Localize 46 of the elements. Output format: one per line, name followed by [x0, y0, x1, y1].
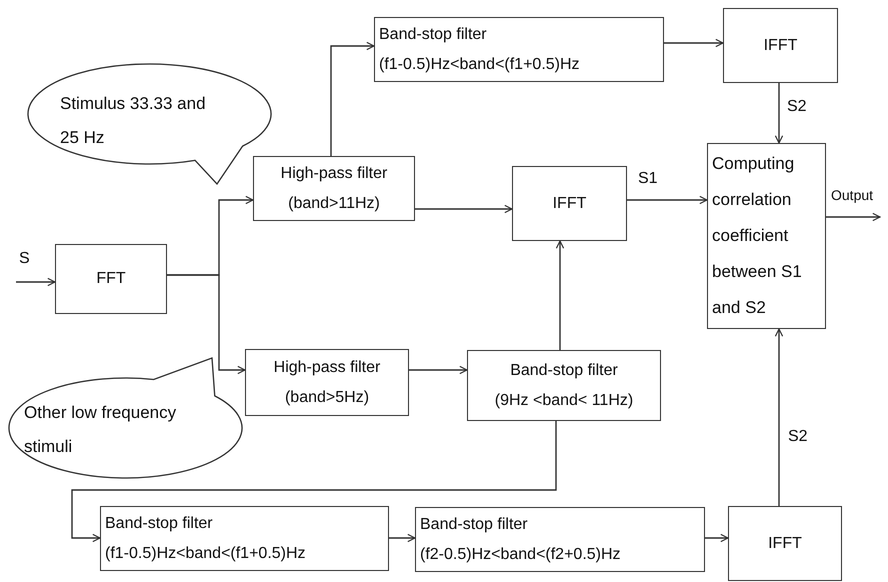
process-box — [55, 244, 167, 314]
process-box — [253, 156, 415, 221]
arrow — [556, 240, 564, 350]
process-box — [374, 17, 664, 82]
callout-text: Other low frequency stimuli — [24, 402, 178, 458]
process-box — [728, 506, 842, 581]
box-parameter: (band>5Hz) — [284, 388, 370, 408]
box-label: IFFT — [552, 194, 588, 214]
arrow — [409, 366, 468, 374]
callout-text: Stimulus 33.33 and 25 Hz — [60, 93, 207, 149]
box-label: IFFT — [767, 534, 803, 554]
arrow — [774, 83, 784, 144]
process-box — [707, 143, 826, 329]
arrow — [389, 534, 416, 542]
arrow — [705, 534, 729, 542]
box-parameter: (f2-0.5)Hz<band<(f2+0.5)Hz — [420, 544, 622, 564]
arrow — [415, 204, 513, 214]
arrow — [330, 42, 375, 156]
process-box — [245, 349, 409, 416]
speech-bubble — [8, 356, 243, 478]
box-title: High-pass filter — [272, 358, 382, 378]
process-box — [467, 350, 661, 421]
speech-bubble — [27, 63, 272, 186]
box-parameter: (band>11Hz) — [287, 194, 381, 214]
arrow — [826, 212, 881, 222]
box-parameter: (f1-0.5)Hz<band<(f1+0.5)Hz — [105, 544, 307, 564]
arrow — [774, 328, 784, 506]
process-box — [415, 507, 705, 572]
box-title: High-pass filter — [280, 164, 388, 184]
box-title: Band-stop filter — [105, 514, 214, 534]
process-box — [723, 8, 838, 83]
box-title: Band-stop filter — [420, 514, 529, 534]
box-label: Computing correlation coefficient between S1 and S2 — [712, 153, 803, 319]
arrow — [71, 421, 557, 542]
arrow — [167, 274, 246, 374]
arrow — [664, 38, 724, 48]
box-label: FFT — [95, 269, 127, 289]
arrow — [16, 278, 56, 286]
box-parameter: (9Hz <band< 11Hz) — [494, 390, 634, 410]
box-title: Band-stop filter — [509, 360, 619, 380]
box-parameter: (f1-0.5)Hz<band<(f1+0.5)Hz — [379, 54, 581, 74]
arrow — [627, 196, 708, 204]
box-title: Band-stop filter — [379, 24, 488, 44]
box-label: IFFT — [762, 36, 798, 56]
process-box — [100, 506, 389, 571]
process-box — [512, 166, 627, 241]
